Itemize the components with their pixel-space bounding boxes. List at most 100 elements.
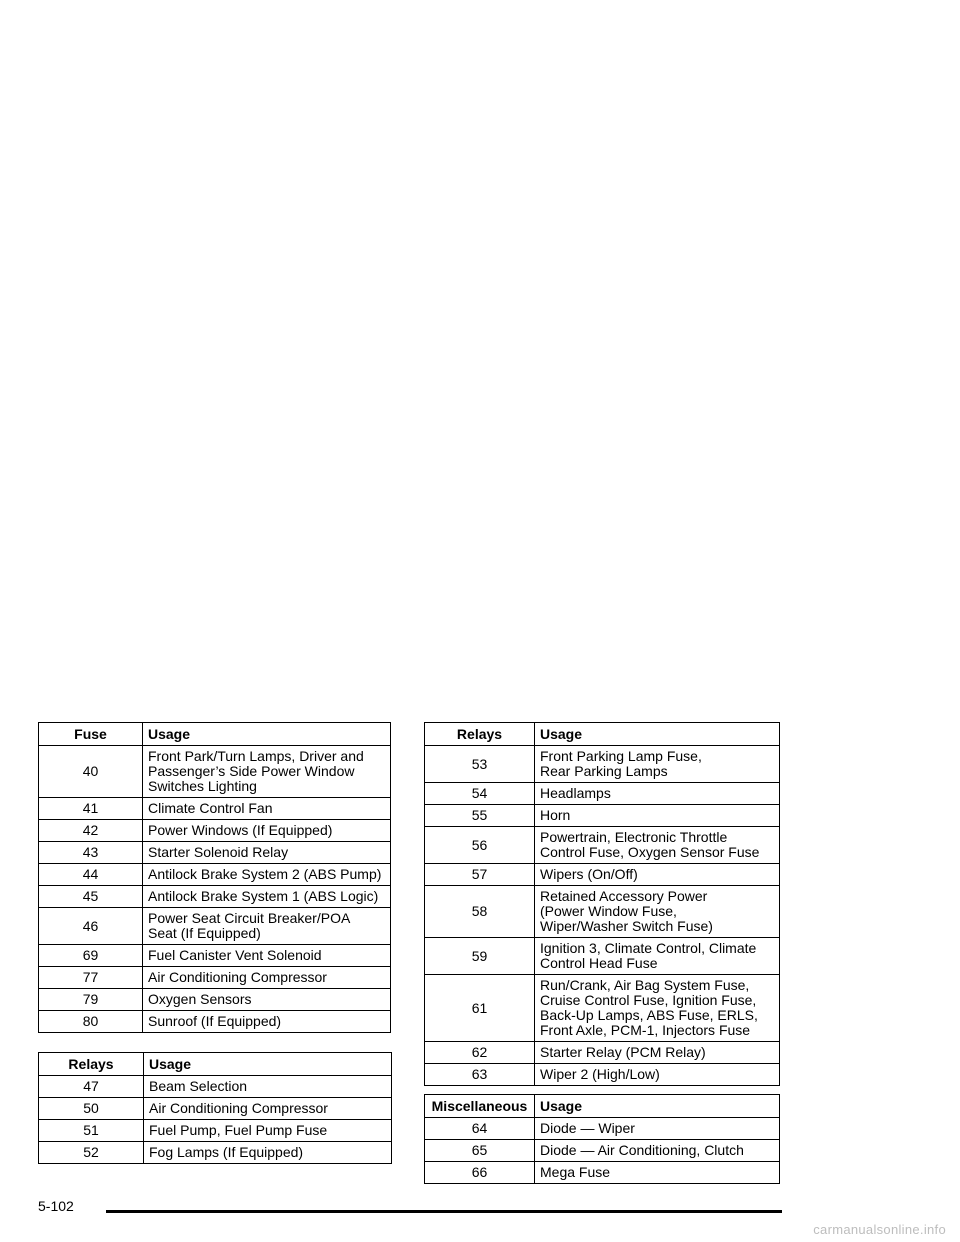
usage-line: Back-Up Lamps, ABS Fuse, ERLS, [540,1007,758,1023]
row-number-cell: 59 [424,937,535,975]
table-row: 64 Diode — Wiper [424,1117,780,1140]
row-number-cell: 64 [424,1117,535,1140]
usage-line: Diode — Wiper [540,1120,635,1136]
usage-cell: Headlamps [534,782,780,805]
table-row: 80 Sunroof (If Equipped) [38,1010,391,1033]
row-number-cell: 41 [38,797,143,820]
usage-line: Front Park/Turn Lamps, Driver and [148,748,364,764]
usage-cell: Climate Control Fan [142,797,391,820]
column-header-usage: Usage [142,722,391,746]
usage-cell: Wipers (On/Off) [534,863,780,886]
row-number-cell: 42 [38,819,143,842]
usage-line: Antilock Brake System 1 (ABS Logic) [148,888,379,904]
usage-cell: Antilock Brake System 2 (ABS Pump) [142,863,391,886]
usage-line: Ignition 3, Climate Control, Climate [540,940,757,956]
table-row: 79 Oxygen Sensors [38,988,391,1011]
usage-line: Front Parking Lamp Fuse, [540,748,702,764]
usage-line: Mega Fuse [540,1164,611,1180]
usage-line: Climate Control Fan [148,800,273,816]
row-number-cell: 65 [424,1139,535,1162]
row-number-cell: 77 [38,966,143,989]
table-row: 47 Beam Selection [38,1075,392,1098]
usage-cell: Power Windows (If Equipped) [142,819,391,842]
usage-line: Wiper 2 (High/Low) [540,1066,660,1082]
row-number-cell: 47 [38,1075,144,1098]
row-number-cell: 43 [38,841,143,864]
table-row: 65 Diode — Air Conditioning, Clutch [424,1139,780,1162]
usage-line: Diode — Air Conditioning, Clutch [540,1142,744,1158]
column-header-usage: Usage [143,1052,392,1076]
usage-cell: Antilock Brake System 1 (ABS Logic) [142,885,391,908]
usage-line: Antilock Brake System 2 (ABS Pump) [148,866,382,882]
table-row: 43 Starter Solenoid Relay [38,841,391,864]
usage-line: Sunroof (If Equipped) [148,1013,282,1029]
usage-line: Retained Accessory Power [540,888,708,904]
row-number-cell: 66 [424,1161,535,1184]
usage-cell: Air Conditioning Compressor [142,966,391,989]
row-number-cell: 44 [38,863,143,886]
usage-cell: Fog Lamps (If Equipped) [143,1141,392,1164]
table-row: 69 Fuel Canister Vent Solenoid [38,944,391,967]
row-number-cell: 61 [424,974,535,1042]
usage-cell: Front Parking Lamp Fuse,Rear Parking Lam… [534,745,780,783]
usage-cell: Mega Fuse [534,1161,780,1184]
usage-line: Air Conditioning Compressor [149,1100,328,1116]
usage-line: Oxygen Sensors [148,991,252,1007]
usage-cell: Diode — Air Conditioning, Clutch [534,1139,780,1162]
usage-line: Horn [540,807,571,823]
usage-line: (Power Window Fuse, [540,903,677,919]
row-number-cell: 40 [38,745,143,798]
row-number-cell: 46 [38,907,143,945]
usage-line: Control Head Fuse [540,955,658,971]
usage-cell: Diode — Wiper [534,1117,780,1140]
usage-line: Switches Lighting [148,778,257,794]
usage-line: Fuel Canister Vent Solenoid [148,947,322,963]
usage-cell: Sunroof (If Equipped) [142,1010,391,1033]
usage-cell: Air Conditioning Compressor [143,1097,392,1120]
usage-line: Rear Parking Lamps [540,763,668,779]
usage-line: Beam Selection [149,1078,248,1094]
usage-line: Seat (If Equipped) [148,925,261,941]
row-number-cell: 69 [38,944,143,967]
usage-line: Wipers (On/Off) [540,866,638,882]
row-number-cell: 80 [38,1010,143,1033]
usage-cell: Fuel Canister Vent Solenoid [142,944,391,967]
usage-cell: Starter Solenoid Relay [142,841,391,864]
usage-line: Front Axle, PCM-1, Injectors Fuse [540,1022,751,1038]
column-header-id: Fuse [38,722,143,746]
column-header-id: Relays [38,1052,144,1076]
table-row: 44 Antilock Brake System 2 (ABS Pump) [38,863,391,886]
usage-line: Starter Solenoid Relay [148,844,289,860]
column-header-id: Miscellaneous [424,1094,535,1118]
usage-line: Fog Lamps (If Equipped) [149,1144,304,1160]
usage-cell: Fuel Pump, Fuel Pump Fuse [143,1119,392,1142]
usage-line: Starter Relay (PCM Relay) [540,1044,706,1060]
row-number-cell: 79 [38,988,143,1011]
usage-cell: Wiper 2 (High/Low) [534,1063,780,1086]
usage-cell: Oxygen Sensors [142,988,391,1011]
table-row: 66 Mega Fuse [424,1161,780,1184]
